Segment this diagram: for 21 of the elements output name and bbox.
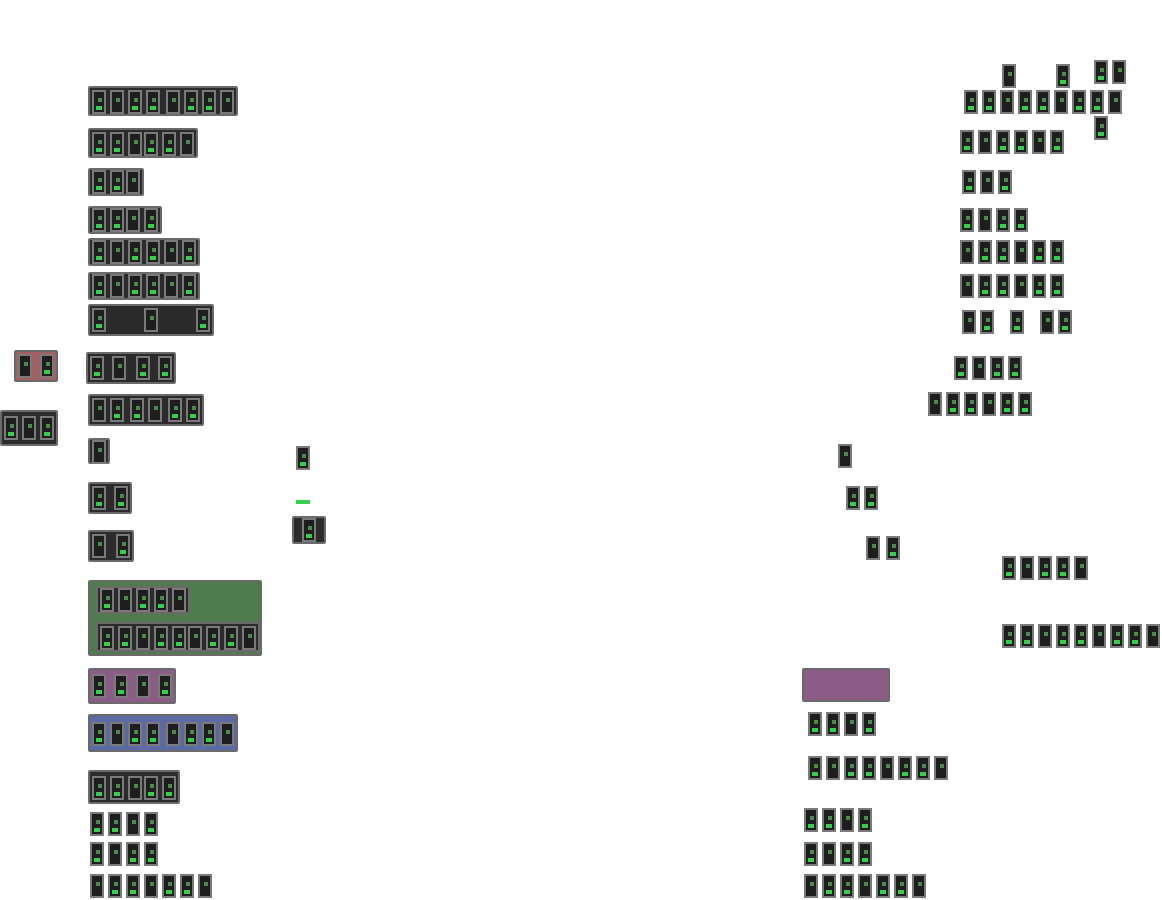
node-panel [88, 304, 214, 336]
node-panel [88, 394, 204, 426]
node-panel [88, 168, 144, 196]
node-panel [88, 770, 180, 804]
node-panel [88, 530, 134, 562]
group-frame [88, 668, 176, 704]
node-panel [88, 482, 132, 514]
node-panel [96, 622, 260, 652]
node-panel [88, 86, 238, 116]
node-panel [88, 128, 198, 158]
group-frame [14, 350, 58, 382]
node-panel [96, 586, 190, 614]
node-panel [86, 352, 176, 384]
node-panel [88, 272, 200, 300]
node-panel [0, 410, 58, 446]
group-frame [88, 580, 262, 656]
node-panel [292, 516, 326, 544]
node-panel [88, 238, 200, 266]
group-frame [88, 714, 238, 752]
group-frame [802, 668, 890, 702]
node-panel [88, 206, 162, 234]
